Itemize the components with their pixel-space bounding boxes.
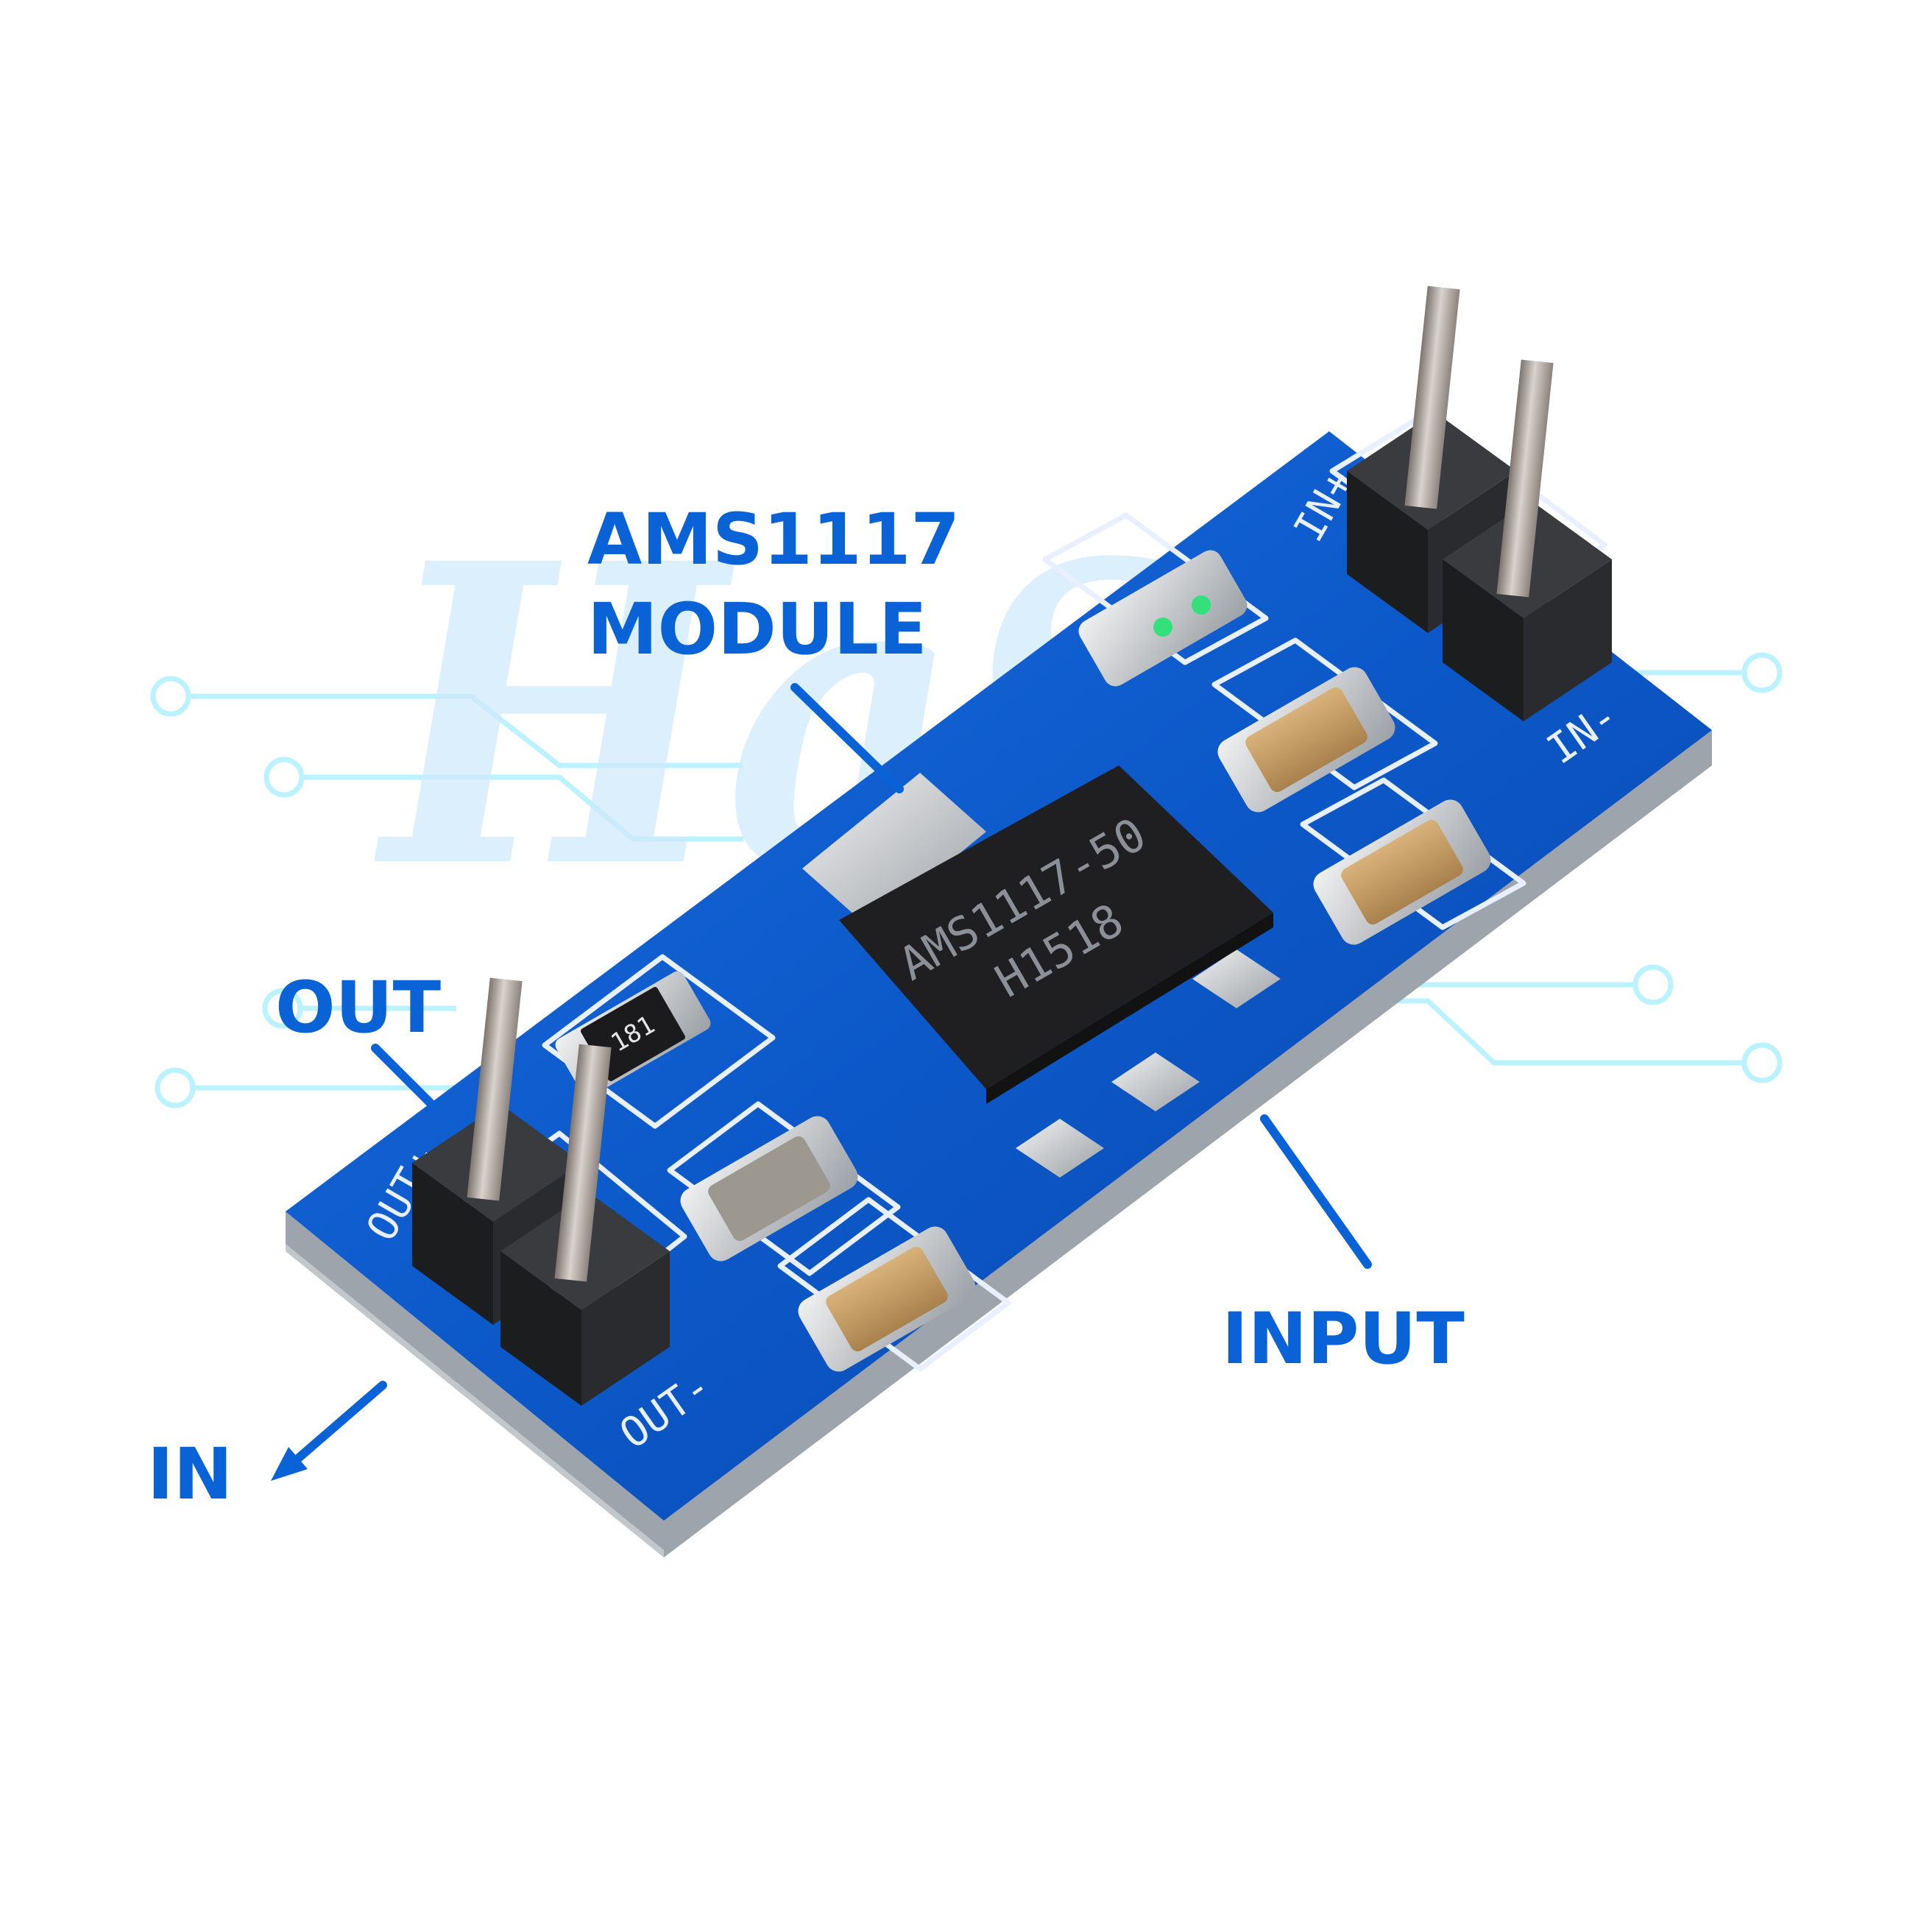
output-pin-2 <box>554 1044 612 1282</box>
module-callout-line2: MODULE <box>587 588 927 670</box>
capacitor-2 <box>1313 799 1491 945</box>
capacitor-4 <box>798 1226 976 1372</box>
capacitor-3 <box>680 1116 858 1262</box>
power-led <box>1078 550 1248 687</box>
regulator-chip: AMS1117-50 H1518 <box>802 765 1281 1178</box>
regulator-body <box>839 765 1273 1089</box>
input-pin-2 <box>1496 359 1554 598</box>
module-leader-line <box>790 683 904 793</box>
in-callout: IN <box>147 1433 233 1515</box>
input-pin-header <box>1347 286 1612 721</box>
module-callout-line1: AMS1117 <box>587 498 960 581</box>
output-pin-1 <box>467 977 523 1201</box>
input-pin-1 <box>1404 286 1460 509</box>
callout-leaders <box>280 683 1372 1475</box>
in-arrow-line <box>280 1381 387 1475</box>
out-callout: OUT <box>275 966 441 1049</box>
output-pin-header <box>412 977 670 1406</box>
in-arrow-head <box>271 1447 308 1481</box>
input-callout: INPUT <box>1222 1298 1465 1380</box>
capacitor-1 <box>1217 667 1395 813</box>
input-leader-line <box>1260 1114 1372 1269</box>
out-leader-line <box>371 1044 436 1108</box>
